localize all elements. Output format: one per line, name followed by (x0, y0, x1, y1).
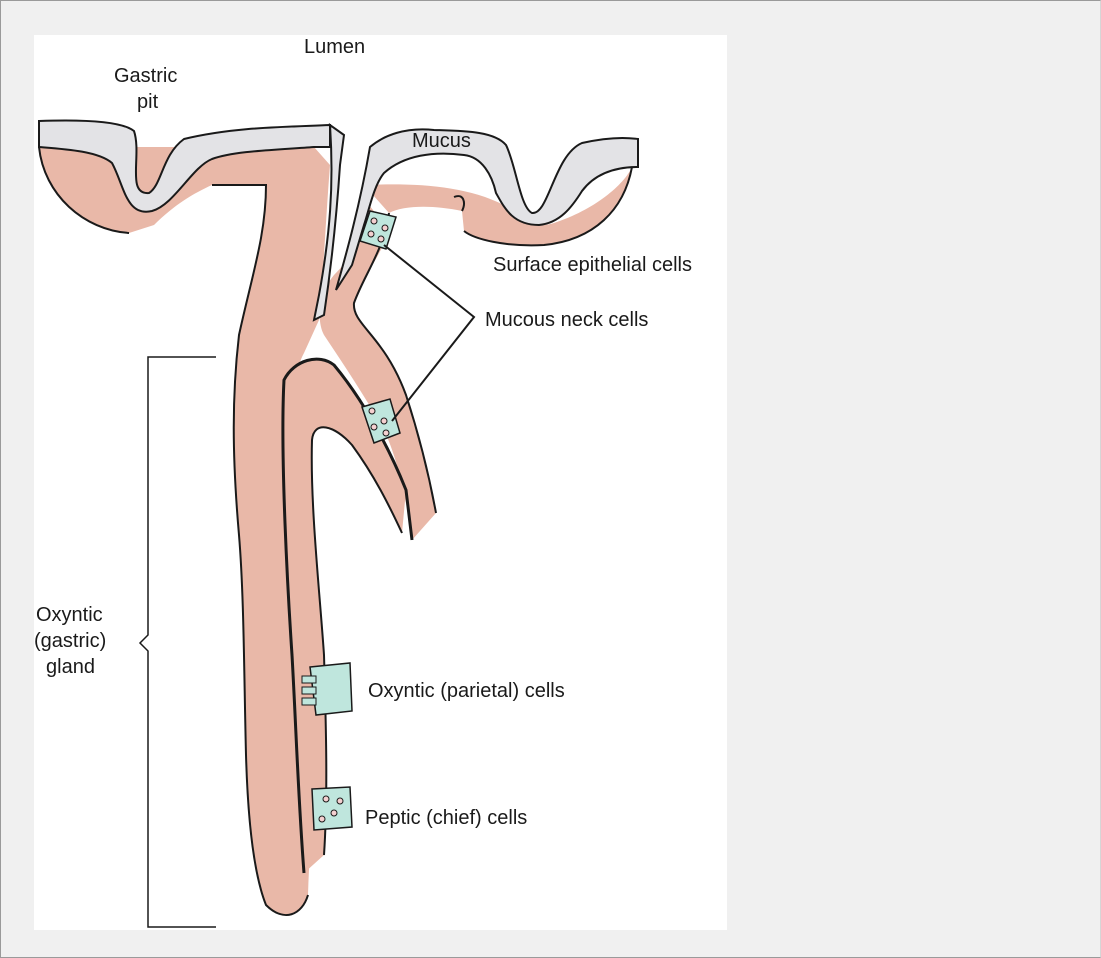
label-mucus: Mucus (412, 130, 471, 152)
label-oxyntic-gland-line1: Oxyntic (36, 604, 103, 626)
label-oxyntic-gland-line3: gland (46, 656, 95, 678)
diagram-figure: Lumen Gastric pit Mucus Surface epitheli… (34, 35, 727, 930)
peptic-chief-cell-patch (312, 787, 352, 830)
label-surface-epithelial-cells: Surface epithelial cells (493, 254, 692, 276)
label-oxyntic-parietal-cells: Oxyntic (parietal) cells (368, 680, 565, 702)
label-oxyntic-gland-line2: (gastric) (34, 630, 106, 652)
label-mucous-neck-cells: Mucous neck cells (485, 309, 648, 331)
label-lumen: Lumen (304, 36, 365, 58)
label-peptic-chief-cells: Peptic (chief) cells (365, 807, 527, 829)
label-gastric-pit-line1: Gastric (114, 65, 177, 87)
label-gastric-pit-line2: pit (137, 91, 159, 113)
oxyntic-gland-bracket (140, 357, 216, 927)
gastric-gland-diagram: Lumen Gastric pit Mucus Surface epitheli… (34, 35, 727, 930)
